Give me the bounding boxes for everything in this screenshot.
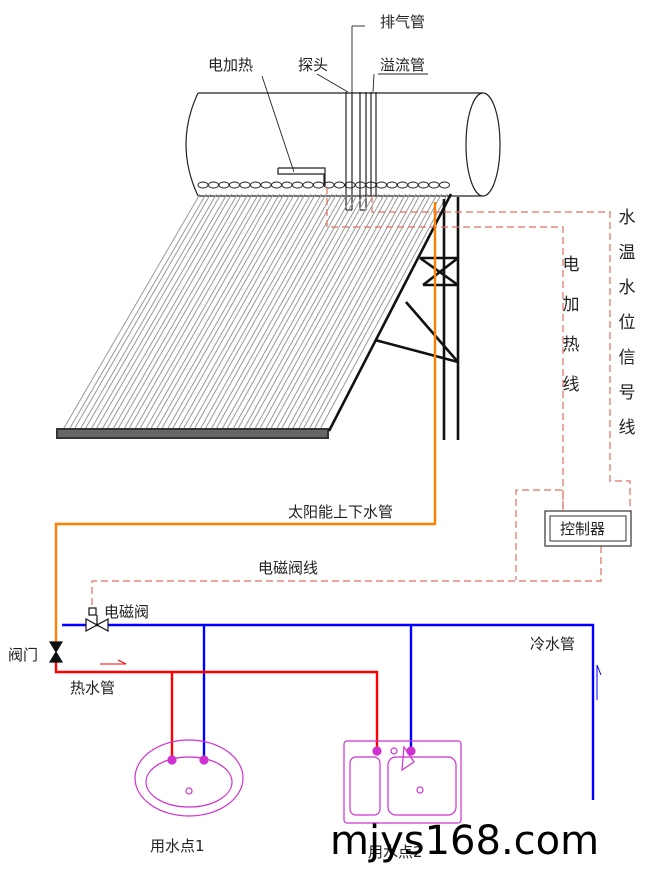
overflow-pipe-label: 溢流管 xyxy=(380,56,425,74)
vacuum-tube xyxy=(259,193,396,429)
tube-socket xyxy=(428,181,440,189)
probe-vent-overflow-pipes xyxy=(345,92,377,211)
vacuum-tube xyxy=(216,193,354,429)
temp-level-signal-wire-label: 水温水位信号线 xyxy=(619,208,636,438)
cold-flow-arrow xyxy=(596,664,602,700)
vacuum-tube xyxy=(227,193,364,429)
vacuum-tube xyxy=(194,193,333,429)
support-frame xyxy=(327,193,460,440)
tube-socket xyxy=(418,181,429,189)
tube-socket xyxy=(407,181,419,189)
tube-socket xyxy=(344,181,356,189)
solenoid-valve-wire-label: 电磁阀线 xyxy=(258,559,318,577)
tube-socket xyxy=(208,181,219,189)
tube-socket xyxy=(292,181,303,189)
vacuum-tube xyxy=(128,193,270,429)
wash-basin-icon xyxy=(134,739,244,817)
cold-water-pipe-label: 冷水管 xyxy=(530,635,575,653)
signal-wires xyxy=(91,187,631,615)
vacuum-tube xyxy=(74,193,217,429)
valve-label: 阀门 xyxy=(8,646,38,664)
tube-socket xyxy=(334,181,345,189)
controller-box xyxy=(515,489,632,580)
hot-water-pipes xyxy=(54,660,379,756)
vacuum-tube xyxy=(237,193,375,429)
vacuum-tubes xyxy=(63,193,448,429)
cold-water-pipes xyxy=(62,623,595,800)
vacuum-tube xyxy=(292,193,427,429)
solar-pipe-label: 太阳能上下水管 xyxy=(288,503,393,521)
tube-socket xyxy=(376,181,387,189)
tube-socket xyxy=(397,181,408,189)
vacuum-tube xyxy=(63,193,207,429)
vacuum-tube xyxy=(107,193,249,429)
hot-flow-arrow xyxy=(100,659,127,665)
vacuum-tube xyxy=(85,193,228,429)
tube-socket xyxy=(197,181,209,189)
electric-heater-element xyxy=(277,167,326,186)
electric-heater-label: 电加热 xyxy=(208,56,253,74)
vacuum-tube xyxy=(270,193,406,429)
vacuum-tube xyxy=(161,193,301,429)
valve-icon xyxy=(48,641,64,663)
tube-socket xyxy=(239,181,251,189)
tube-socket xyxy=(229,181,240,189)
kitchen-sink-icon xyxy=(343,740,462,824)
tube-socket xyxy=(302,181,314,189)
watermark: mjys168.com xyxy=(330,818,599,864)
tube-socket xyxy=(281,181,293,189)
tube-socket xyxy=(271,181,282,189)
vacuum-tube xyxy=(303,193,438,429)
probe-label: 探头 xyxy=(298,56,328,74)
vacuum-tube xyxy=(139,193,280,429)
label-leaders xyxy=(261,25,428,173)
tube-socket xyxy=(260,181,272,189)
tube-socket xyxy=(386,181,398,189)
vacuum-tube xyxy=(183,193,322,429)
solar-supply-pipe xyxy=(54,202,437,642)
vacuum-tube xyxy=(118,193,259,429)
vacuum-tube xyxy=(172,193,312,429)
solenoid-valve-icon xyxy=(85,607,109,633)
controller-label: 控制器 xyxy=(560,520,605,538)
point-2-label: 用水点2 xyxy=(368,843,423,861)
tube-socket xyxy=(250,181,261,189)
heater-wire-label: 电加热线 xyxy=(563,255,580,395)
hot-water-pipe-label: 热水管 xyxy=(70,679,115,697)
water-tank xyxy=(185,92,501,197)
vacuum-tube xyxy=(205,193,343,429)
vacuum-tube xyxy=(150,193,291,429)
vent-pipe-label: 排气管 xyxy=(380,13,425,31)
tube-socket xyxy=(439,181,450,189)
tube-socket xyxy=(313,181,324,189)
vacuum-tube xyxy=(248,193,385,429)
point-1-label: 用水点1 xyxy=(150,837,205,855)
collector-base xyxy=(56,428,329,439)
solenoid-valve-label: 电磁阀 xyxy=(104,603,149,621)
tube-socket xyxy=(218,181,230,189)
vacuum-tube xyxy=(96,193,238,429)
vacuum-tube xyxy=(281,193,417,429)
vacuum-tube xyxy=(314,193,448,429)
